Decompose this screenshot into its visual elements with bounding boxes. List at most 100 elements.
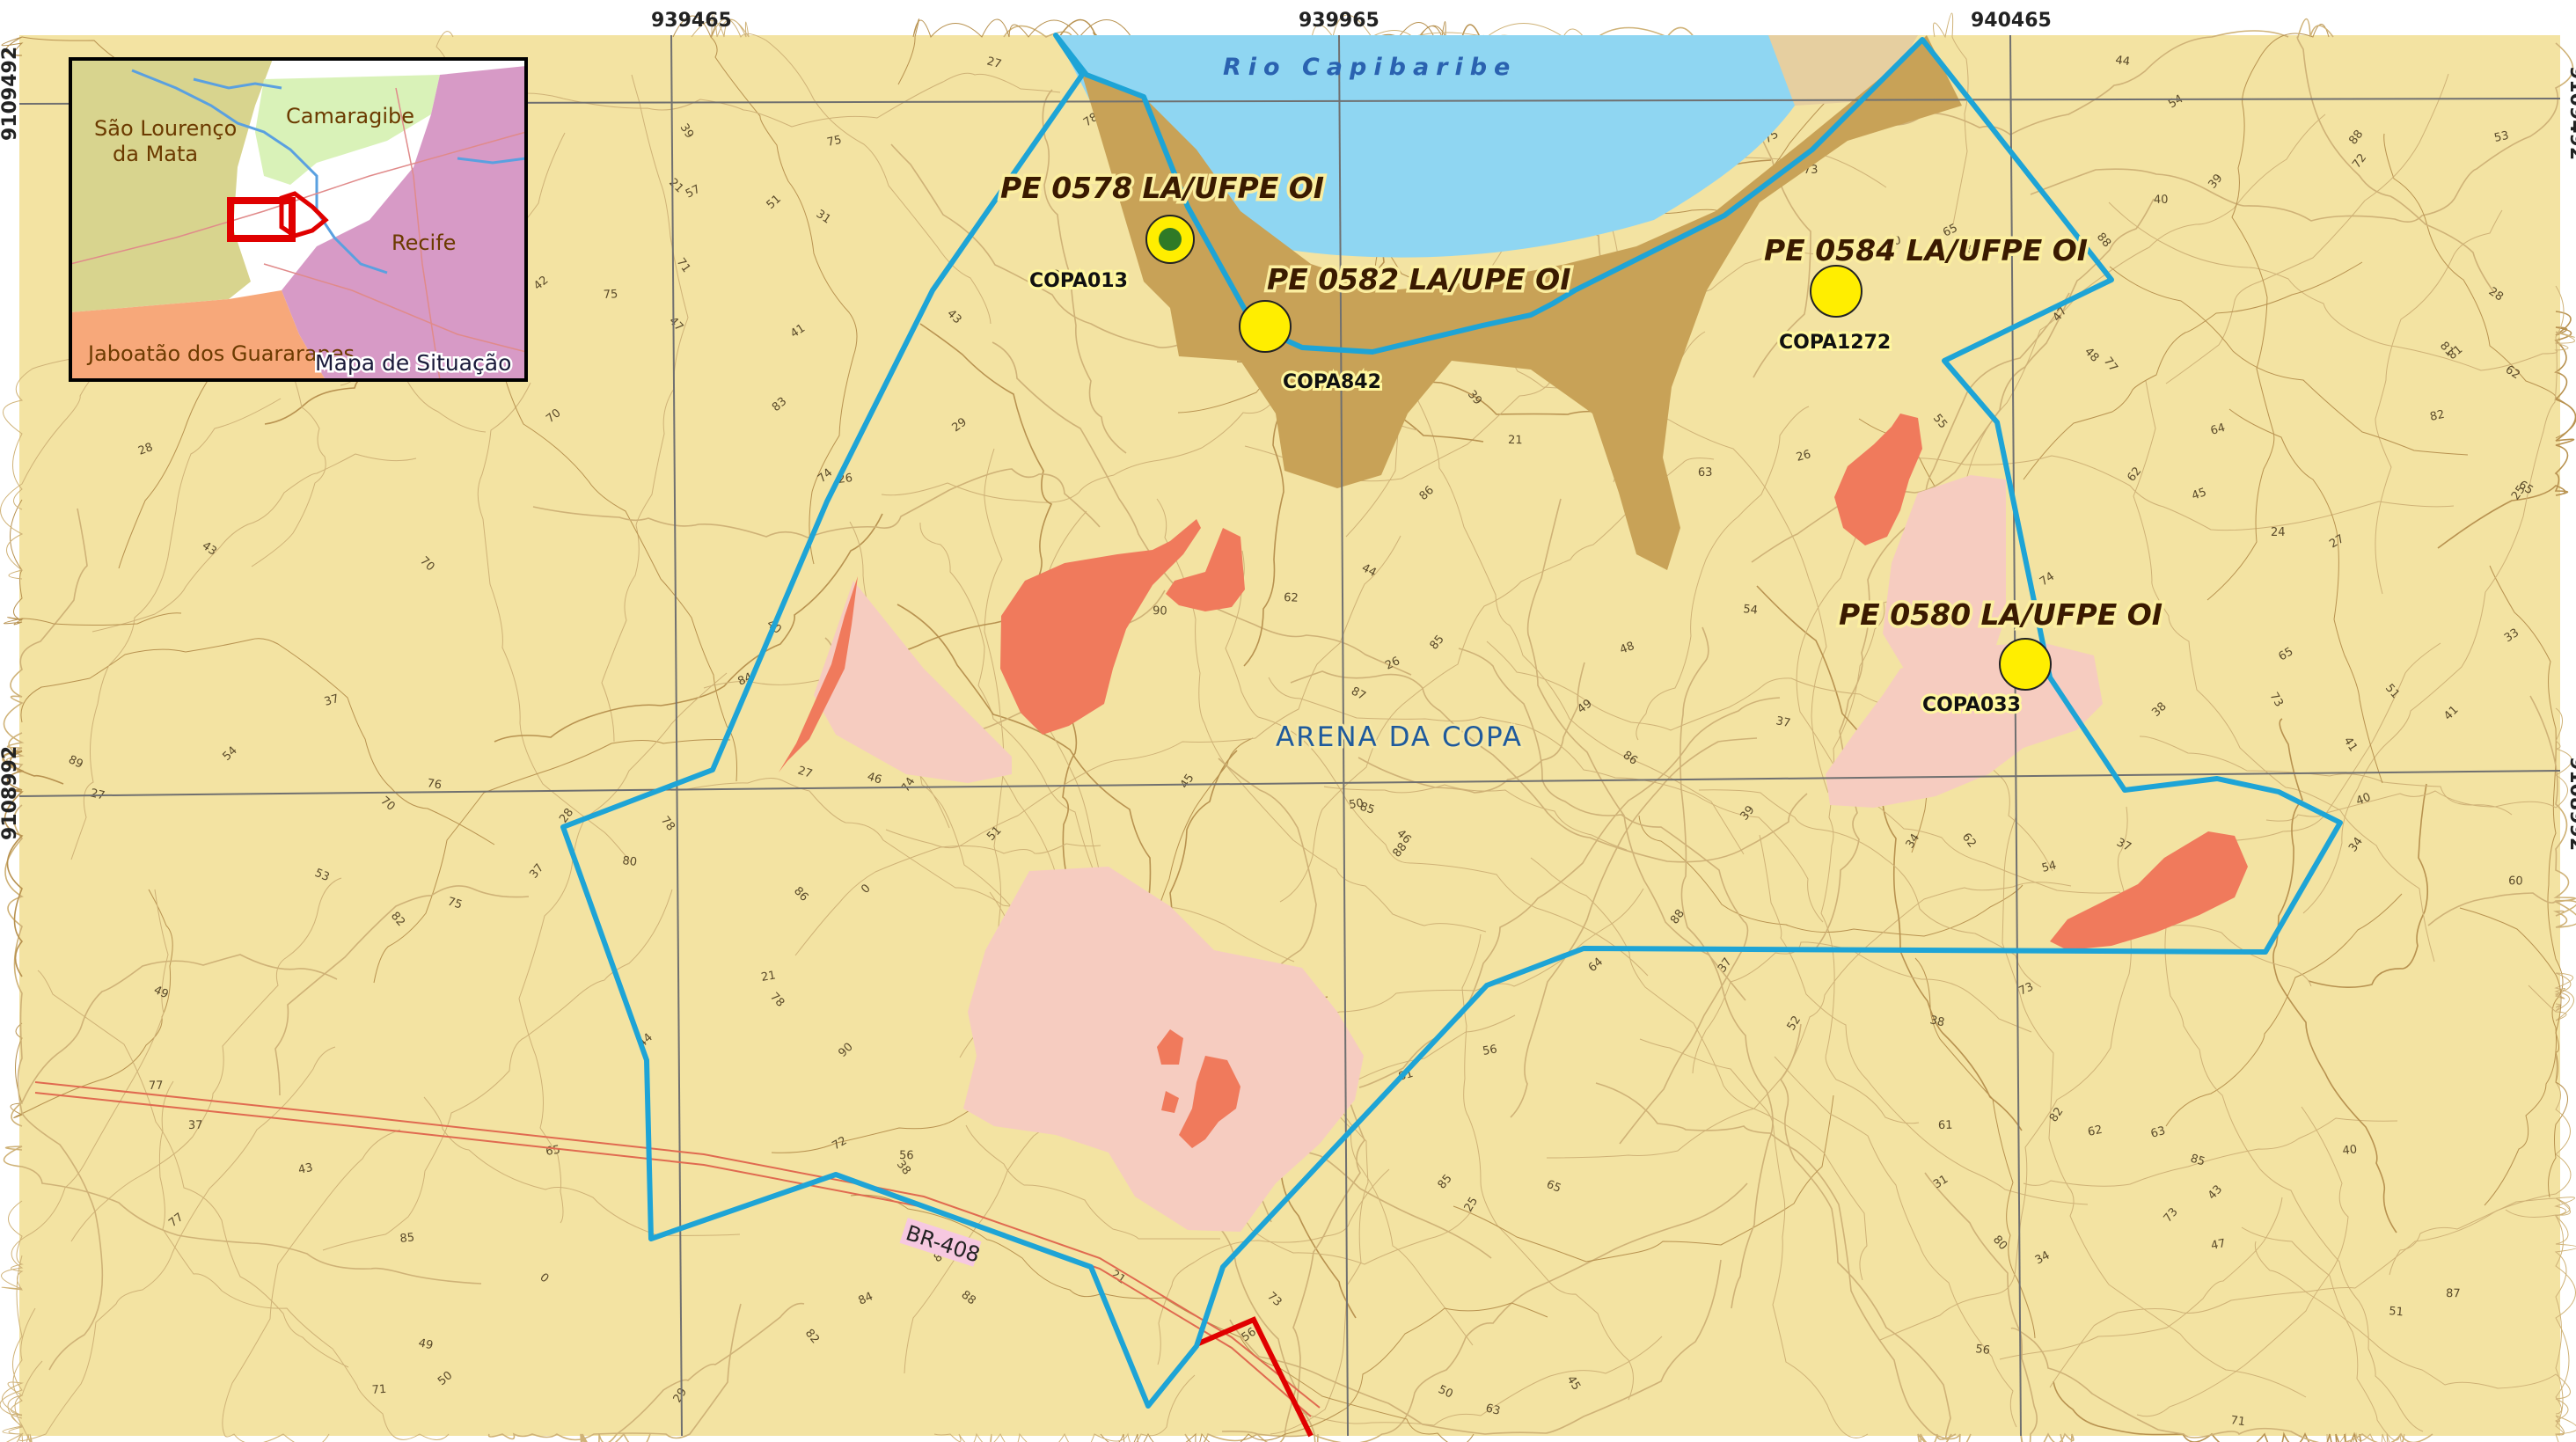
- inset-frame: [69, 57, 528, 382]
- elevation-label: 62: [2087, 1124, 2104, 1139]
- contour-line: [1229, 1259, 1722, 1435]
- contour-line: [1815, 292, 2070, 949]
- elevation-label: 34: [1904, 831, 1922, 851]
- contour-line: [2, 750, 64, 977]
- elevation-label: 54: [1743, 603, 1759, 618]
- contour-line: [1100, 1302, 1548, 1442]
- inset-camaragibe: [255, 75, 440, 185]
- contour-line: [2528, 972, 2574, 1021]
- elevation-label: 85: [1358, 801, 1376, 817]
- contour-line: [496, 311, 737, 782]
- elevation-label: 72: [831, 1134, 850, 1153]
- contour-line: [70, 398, 282, 860]
- contour-line: [2254, 1241, 2576, 1436]
- elevation-label: 52: [1785, 1014, 1804, 1033]
- contour-line: [1510, 737, 1758, 1118]
- contour-line: [1526, 498, 1746, 1001]
- contour-line: [2164, 868, 2424, 1432]
- inset-locator: [279, 191, 329, 238]
- elevation-label: 28: [136, 441, 155, 458]
- site-marker-pe0582[interactable]: [1239, 300, 1292, 353]
- elevation-label: 77: [149, 1080, 164, 1093]
- elevation-label: 45: [2190, 486, 2208, 503]
- contour-line: [477, 382, 632, 863]
- contour-line: [2241, 1226, 2405, 1442]
- inset-label-camaragibe: Camaragibe: [286, 104, 414, 128]
- contour-line: [2, 1360, 43, 1442]
- contour-line: [2375, 209, 2503, 595]
- inset-roads: [70, 87, 527, 381]
- site-marker-pe0580[interactable]: [1999, 638, 2052, 691]
- elevation-label: 47: [2210, 1237, 2227, 1253]
- contour-line: [2053, 1380, 2362, 1442]
- elevation-label: 37: [1775, 714, 1791, 730]
- contour-line: [274, 885, 530, 1096]
- contour-line: [2505, 1197, 2576, 1442]
- elevation-label: 87: [2446, 1287, 2461, 1300]
- elevation-label: 63: [1698, 466, 1713, 479]
- contour-line: [601, 74, 689, 743]
- elevation-label: 65: [1545, 1178, 1563, 1196]
- contour-line: [1774, 1056, 2017, 1428]
- site-code-copa842: COPA842: [1283, 371, 1381, 393]
- contour-line: [1999, 1197, 2283, 1360]
- elevation-label: 45: [1564, 1373, 1583, 1393]
- contour-line: [2049, 1055, 2572, 1388]
- inset-title: Mapa de Situação: [315, 350, 511, 376]
- inset-locator-box: [227, 197, 296, 242]
- elevation-label: 26: [1795, 448, 1812, 465]
- site-label-pe0578: PE 0578 LA/UFPE OI: [1000, 171, 1324, 205]
- contour-line: [1, 889, 169, 1291]
- contour-line: [2484, 565, 2564, 1206]
- elevation-label: 54: [2040, 859, 2058, 875]
- site-marker-pe0584[interactable]: [1810, 265, 1862, 318]
- coord-right-2: 9108992: [2565, 757, 2576, 851]
- red-boundary-line: [1195, 1316, 1314, 1438]
- contour-line: [1914, 957, 2036, 1339]
- inset-label-sao-lourenco-2: da Mata: [113, 142, 198, 166]
- contour-line: [2023, 261, 2363, 480]
- situation-inset[interactable]: São Lourenço da Mata Camaragibe Recife J…: [69, 57, 528, 382]
- elevation-label: 89: [66, 753, 84, 772]
- arena-boundary[interactable]: [560, 33, 2343, 1409]
- elevation-label: 73: [2267, 691, 2286, 710]
- elevation-label: 49: [151, 984, 170, 1001]
- elevation-label: 56: [1975, 1343, 1991, 1358]
- site-code-copa1272: COPA1272: [1779, 332, 1891, 354]
- elevation-label: 73: [2017, 980, 2036, 998]
- site-label-pe0582: PE 0582 LA/UPE OI: [1267, 262, 1571, 296]
- coord-left-1: 9109492: [0, 47, 21, 141]
- contour-line: [20, 638, 495, 845]
- site-marker-pe0578[interactable]: [1145, 215, 1195, 264]
- elevation-label: 60: [2508, 875, 2523, 889]
- elevation-label: 71: [2229, 1414, 2245, 1429]
- elevation-label: 75: [446, 895, 464, 911]
- elevation-label: 85: [2189, 1152, 2206, 1168]
- contour-line: [2133, 380, 2435, 963]
- elevation-label: 54: [2166, 92, 2185, 111]
- contour-line: [1461, 933, 1634, 1401]
- elevation-label: 65: [2277, 645, 2296, 663]
- elevation-label: 75: [826, 134, 843, 150]
- contour-line: [518, 672, 728, 1224]
- contour-line: [1290, 670, 1808, 863]
- coord-top-3: 940465: [1971, 10, 2052, 32]
- contour-line: [488, 72, 1061, 128]
- site-center-dot: [1159, 228, 1182, 251]
- elevation-label: 21: [760, 969, 777, 985]
- contour-line: [1924, 1172, 2075, 1442]
- elevation-label: 34: [2033, 1249, 2053, 1268]
- elevation-label: 64: [2209, 421, 2227, 438]
- elevation-label: 62: [1284, 591, 1299, 605]
- elevation-label: 62: [1965, 243, 1984, 260]
- coord-top-1: 939465: [651, 10, 732, 32]
- elevation-label: 37: [323, 692, 340, 709]
- contour-line: [1409, 328, 1745, 855]
- red-zone: [1000, 519, 1201, 735]
- inset-label-recife: Recife: [392, 231, 456, 255]
- inset-recife: [282, 66, 526, 380]
- inset-jaboatao: [70, 290, 326, 380]
- contour-line: [2389, 1197, 2576, 1415]
- contour-line: [890, 143, 1200, 348]
